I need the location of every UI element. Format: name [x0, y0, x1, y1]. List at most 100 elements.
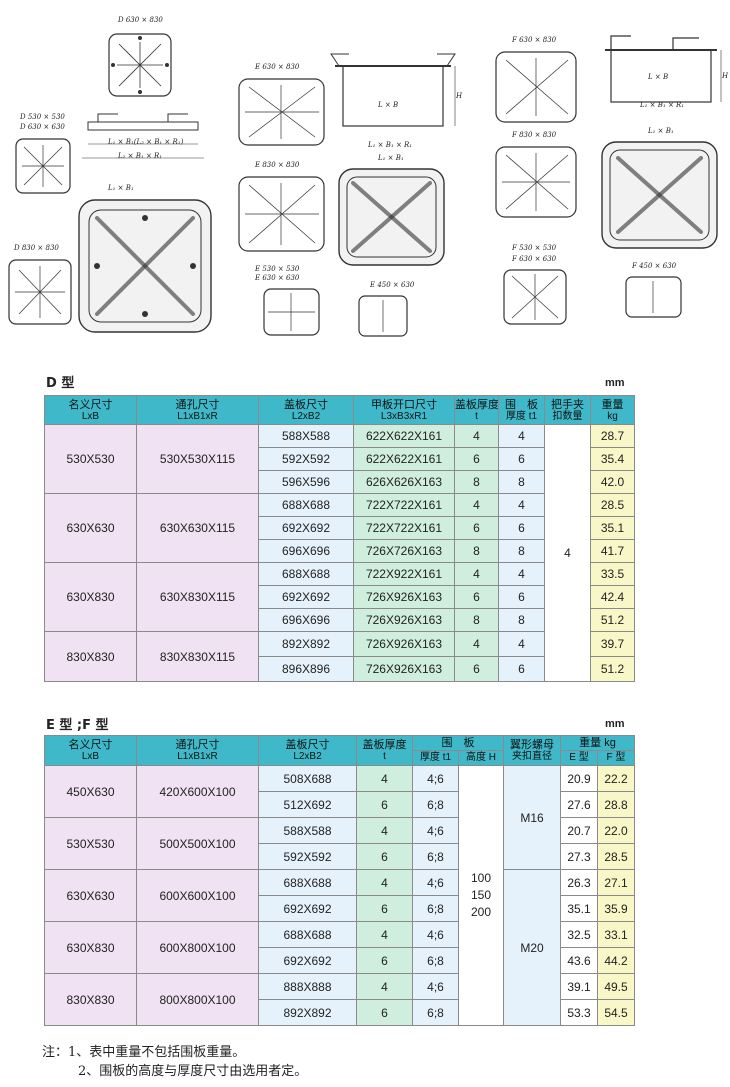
- drawing-e-large-plan: [338, 168, 445, 266]
- ef-hole-cell: 600X800X100: [136, 921, 259, 974]
- label-f-lb1: L₁ × B₁ × R₁: [640, 101, 685, 109]
- ef-cover-cell: 508X688: [258, 765, 357, 792]
- ef-t1-cell: 4;6: [412, 973, 459, 1000]
- ef-weight-e-cell: 35.1: [560, 895, 598, 922]
- d-t1-cell: 4: [498, 562, 545, 586]
- table-row: 692X692 722X722X161 6 6 35.1: [45, 516, 635, 540]
- ef-t1-cell: 6;8: [412, 947, 459, 974]
- ef-nut-m16-cell: M16: [503, 765, 561, 870]
- ef-nominal-cell: 630X630: [44, 869, 137, 922]
- label-f830: F 830 × 830: [512, 131, 557, 139]
- d-table-unit: mm: [605, 377, 625, 389]
- ef-t-cell: 4: [356, 765, 413, 792]
- ef-height-200: 200: [470, 905, 492, 919]
- label-f530: F 530 × 530: [512, 244, 557, 252]
- ef-cover-cell: 588X588: [258, 817, 357, 844]
- drawing-f630-plan: [495, 51, 577, 123]
- drawing-f-large-plan: [601, 141, 718, 249]
- ef-t-cell: 4: [356, 817, 413, 844]
- ef-t1-cell: 6;8: [412, 791, 459, 818]
- ef-header-t1: 厚度 t1: [412, 750, 459, 766]
- drawing-e-side: [330, 53, 456, 127]
- ef-weight-e-cell: 27.6: [560, 791, 598, 818]
- label-e630b: E 630 × 630: [255, 274, 300, 282]
- d-t-cell: 6: [454, 656, 499, 682]
- ef-t-cell: 4: [356, 869, 413, 896]
- table-row: 592X592 6 6;8 27.3 28.5: [45, 843, 635, 870]
- d-header-clamps: 把手夹扣数量: [544, 395, 591, 425]
- d-weight-cell: 39.7: [590, 631, 635, 657]
- d-cover-cell: 688X688: [258, 493, 354, 517]
- d-t-cell: 4: [454, 631, 499, 657]
- d-opening-cell: 726X926X163: [353, 656, 455, 682]
- drawing-f-side: [605, 35, 722, 103]
- ef-weight-f-cell: 49.5: [597, 973, 635, 1000]
- label-d630x830: D 630 × 830: [118, 16, 163, 24]
- ef-cover-cell: 888X888: [258, 973, 357, 1000]
- d-t-cell: 6: [454, 516, 499, 540]
- drawing-d830-plan: [8, 259, 72, 325]
- d-weight-cell: 51.2: [590, 656, 635, 682]
- d-cover-cell: 588X588: [258, 424, 354, 448]
- d-opening-cell: 722X922X161: [353, 562, 455, 586]
- d-opening-cell: 626X626X163: [353, 470, 455, 494]
- d-opening-cell: 622X622X161: [353, 447, 455, 471]
- table-row: 512X692 6 6;8 27.6 28.8: [45, 791, 635, 818]
- table-row: 630X830 600X800X100 688X688 4 4;6 32.5 3…: [44, 921, 635, 974]
- table-row: 830X830 800X800X100 888X888 4 4;6 39.1 4…: [44, 973, 635, 1026]
- d-table-title: D 型: [46, 376, 75, 391]
- d-t-cell: 8: [454, 470, 499, 494]
- drawing-e530-plan: [263, 288, 320, 336]
- ef-t-cell: 6: [356, 895, 413, 922]
- ef-table-unit: mm: [605, 718, 625, 730]
- ef-cover-cell: 692X692: [258, 947, 357, 974]
- d-weight-cell: 35.1: [590, 516, 635, 540]
- d-t1-cell: 4: [498, 493, 545, 517]
- d-cover-cell: 692X692: [258, 585, 354, 609]
- drawing-d530-plan: [15, 138, 71, 194]
- d-cover-cell: 696X696: [258, 539, 354, 563]
- d-weight-cell: 41.7: [590, 539, 635, 563]
- d-t-cell: 4: [454, 424, 499, 448]
- table-row: 630X830 630X830X115 688X688 722X922X161 …: [44, 562, 635, 632]
- ef-weight-f-cell: 44.2: [597, 947, 635, 974]
- label-f-h: H: [722, 72, 729, 80]
- table-row: 830X830 830X830X115 892X892 726X926X163 …: [44, 631, 635, 682]
- table-row: 530X530 530X530X115 588X588 622X622X161 …: [44, 424, 635, 682]
- d-weight-cell: 35.4: [590, 447, 635, 471]
- note-1: 注：1、表中重量不包括围板重量。: [42, 1045, 246, 1060]
- drawing-d-side: [82, 113, 204, 159]
- label-e-h: H: [456, 92, 463, 100]
- d-opening-cell: 722X722X161: [353, 493, 455, 517]
- ef-t-cell: 4: [356, 921, 413, 948]
- label-dim-lb2: L₂ × B₁ × R₁: [118, 152, 163, 160]
- ef-weight-f-cell: 54.5: [597, 999, 635, 1026]
- d-nominal-cell: 530X530: [44, 424, 137, 494]
- ef-weight-f-cell: 35.9: [597, 895, 635, 922]
- d-t-cell: 6: [454, 447, 499, 471]
- ef-t1-cell: 4;6: [412, 921, 459, 948]
- label-dim-lb1: L₁ × B₁(L₂ × B₁ × R₁): [108, 138, 184, 146]
- d-nominal-cell: 830X830: [44, 631, 137, 682]
- ef-height-100: 100: [470, 871, 492, 885]
- d-t-cell: 8: [454, 608, 499, 632]
- drawing-f530-plan: [503, 269, 567, 325]
- ef-nominal-cell: 450X630: [44, 765, 137, 818]
- d-t1-cell: 4: [498, 631, 545, 657]
- label-d530: D 530 × 530: [20, 113, 65, 121]
- label-f450: F 450 × 630: [632, 262, 677, 270]
- ef-weight-f-cell: 33.1: [597, 921, 635, 948]
- ef-t1-cell: 6;8: [412, 843, 459, 870]
- label-e630: E 630 × 830: [255, 63, 300, 71]
- ef-t-cell: 6: [356, 999, 413, 1026]
- label-e-l1b1: L₁ × B₁: [378, 154, 404, 162]
- d-weight-cell: 51.2: [590, 608, 635, 632]
- d-nominal-cell: 630X830: [44, 562, 137, 632]
- ef-header-weight: 重量 kg: [560, 735, 635, 751]
